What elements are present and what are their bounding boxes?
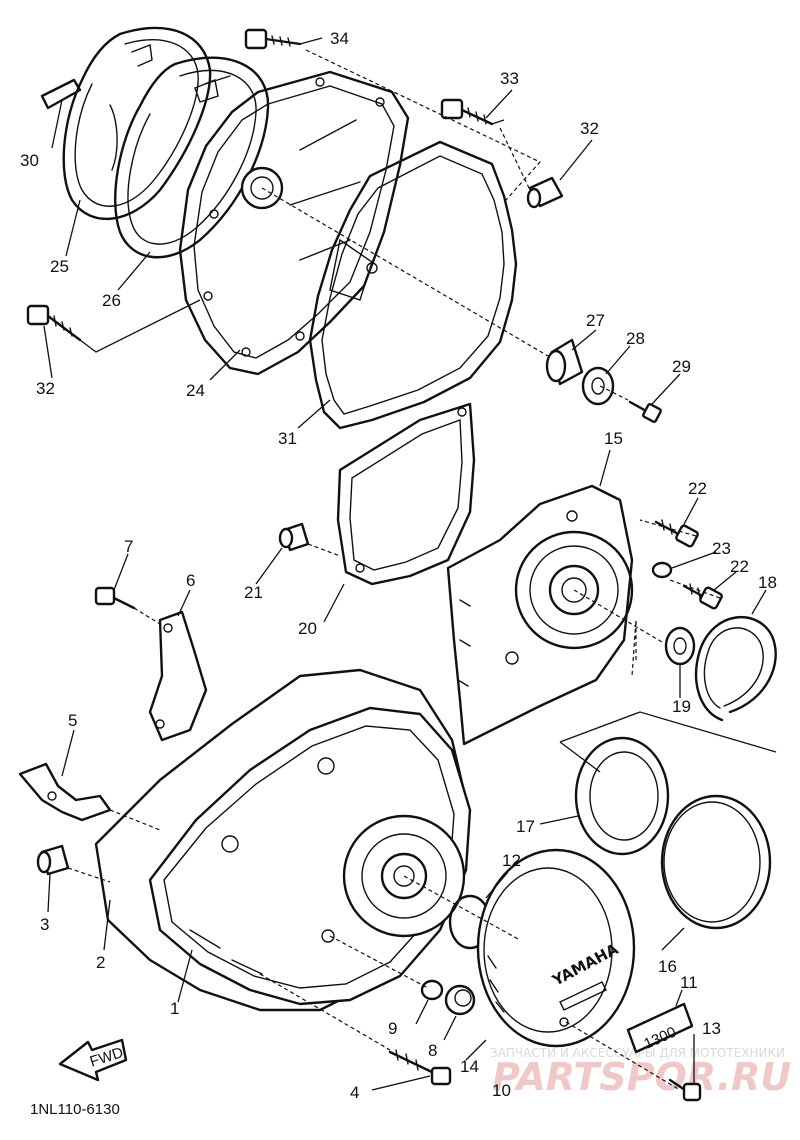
label-part-26: 26 (102, 291, 121, 310)
part-24-main-cover (178, 70, 410, 376)
part-5-clip (18, 762, 112, 822)
part-9-oring (420, 979, 444, 1001)
label-part-34: 34 (330, 29, 349, 48)
part-number-labels: 1 2 3 4 5 6 7 8 9 10 11 12 13 14 15 16 1… (20, 29, 777, 1102)
part-26-gasket (114, 56, 270, 259)
part-1-crankcase-cover (148, 706, 472, 1006)
part-22-bolt-upper (654, 519, 699, 548)
part-19-seal (664, 626, 696, 666)
label-part-7: 7 (124, 537, 133, 556)
label-part-16: 16 (658, 957, 677, 976)
part-23-oring (651, 561, 673, 579)
label-part-9: 9 (388, 1019, 397, 1038)
label-part-18: 18 (758, 573, 777, 592)
label-part-19: 19 (672, 697, 691, 716)
label-part-15: 15 (604, 429, 623, 448)
label-part-2: 2 (96, 953, 105, 972)
part-7-bolt (94, 586, 136, 610)
label-part-8: 8 (428, 1041, 437, 1060)
part-32-bolt-left (26, 304, 82, 342)
label-part-11: 11 (680, 973, 698, 992)
label-part-30: 30 (20, 151, 39, 170)
part-16-round-cover (660, 794, 772, 930)
watermark-caption: ЗАПЧАСТИ И АКСЕССУАРЫ ДЛЯ МОТОТЕХНИКИ (490, 1046, 785, 1060)
label-part-32-top: 32 (580, 119, 599, 138)
alignment-lines (67, 37, 777, 1091)
fwd-arrow-icon: FWD (58, 1038, 128, 1082)
label-part-25: 25 (50, 257, 69, 276)
part-11-emblem: 1300 (626, 1002, 694, 1054)
label-part-31: 31 (278, 429, 297, 448)
part-21-dowel (278, 522, 310, 552)
part-3-dowel (36, 844, 70, 876)
part-34-bolt (244, 28, 302, 50)
part-4-bolt (388, 1049, 452, 1086)
part-33-bolt (440, 98, 494, 126)
label-part-22-lower: 22 (730, 557, 749, 576)
part-30-plate (40, 78, 82, 110)
label-part-24: 24 (186, 381, 205, 400)
label-part-22-upper: 22 (688, 479, 707, 498)
number-leaders (43, 89, 767, 1091)
label-part-33: 33 (500, 69, 519, 88)
part-32-dowel-top (526, 176, 564, 209)
part-13-screw (668, 1078, 702, 1102)
label-part-32-left: 32 (36, 379, 55, 398)
part-6-bracket (148, 610, 208, 742)
label-part-3: 3 (40, 915, 49, 934)
part-15-inner-cover (446, 484, 634, 746)
part-18-circlip (694, 615, 777, 722)
part-8-plug (444, 984, 476, 1016)
label-part-13: 13 (702, 1019, 721, 1038)
label-part-23: 23 (712, 539, 731, 558)
label-part-27: 27 (586, 311, 605, 330)
part-10-clutch-cover: YAMAHA (476, 848, 636, 1048)
label-part-14: 14 (460, 1057, 479, 1076)
part-29-screw (628, 400, 662, 423)
label-part-12: 12 (502, 851, 521, 870)
label-part-29: 29 (672, 357, 691, 376)
part-31-gasket (308, 140, 518, 430)
label-part-10: 10 (492, 1081, 511, 1100)
label-part-4: 4 (350, 1083, 359, 1102)
label-part-6: 6 (186, 571, 195, 590)
label-part-28: 28 (626, 329, 645, 348)
label-part-5: 5 (68, 711, 77, 730)
part-28-washer (581, 366, 615, 406)
label-part-20: 20 (298, 619, 317, 638)
part-27-bushing (545, 338, 584, 386)
label-part-1: 1 (170, 999, 179, 1018)
label-part-17: 17 (516, 817, 535, 836)
part-17-gasket-ring (574, 736, 670, 856)
watermark-site: PARTSPOR.RU (492, 1055, 791, 1099)
part-20-gasket (336, 402, 476, 586)
diagram-code: 1NL110-6130 (30, 1101, 120, 1118)
label-part-21: 21 (244, 583, 263, 602)
